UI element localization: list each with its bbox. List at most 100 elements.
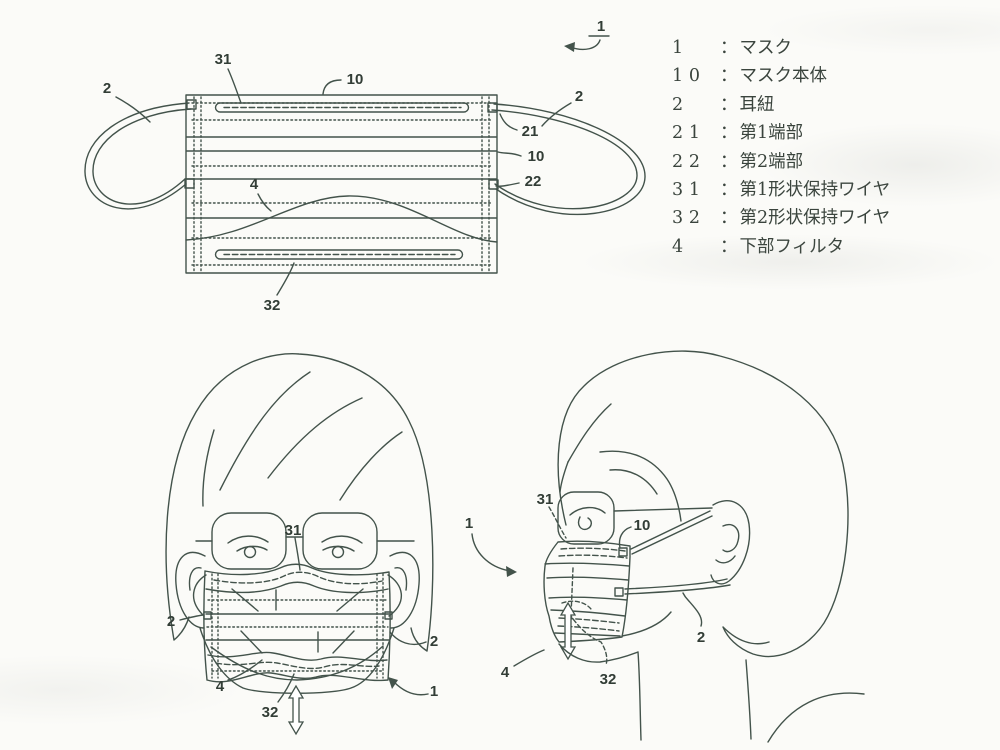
- ref-31-label: 31: [215, 51, 232, 68]
- strap-anchor: [184, 178, 195, 189]
- ref-2-label: 2: [697, 629, 705, 646]
- glasses-left-lens: [211, 512, 287, 570]
- ref-2-label: 2: [430, 633, 438, 650]
- mask-pointer-arrowhead: [388, 677, 398, 689]
- glasses-bridge-and-temples: [195, 536, 415, 542]
- legend-ref-number: 22: [672, 151, 706, 172]
- ref-32-label: 32: [600, 671, 617, 688]
- mask-front-pleats: [205, 613, 390, 641]
- legend-row: 31 ： 第1形状保持ワイヤ: [672, 176, 890, 204]
- legend-ref-number: 31: [672, 179, 706, 200]
- ears-and-jaw: [175, 551, 420, 694]
- legend-separator: ：: [720, 236, 738, 257]
- front-shape-wires: [213, 571, 383, 670]
- chin-neck-shoulder-lines: [558, 611, 865, 743]
- ref-1-label: 1: [465, 515, 473, 532]
- wire-pocket-slots: [214, 102, 470, 260]
- figure-number-arrowhead: [564, 42, 575, 52]
- lower-filter-curve: [185, 195, 498, 243]
- legend-ref-label: 第2端部: [739, 151, 804, 172]
- legend-row: 22 ： 第2端部: [672, 148, 890, 176]
- legend-separator: ：: [720, 94, 738, 115]
- mask-pointer-arrowhead: [506, 566, 517, 577]
- strap-anchor: [487, 102, 498, 113]
- strap-anchor: [186, 99, 197, 110]
- legend-ref-label: 第2形状保持ワイヤ: [739, 208, 891, 229]
- mask-body-outline: [185, 94, 498, 274]
- ref-31-label: 31: [537, 491, 554, 508]
- ear-outline: [710, 500, 751, 585]
- ref-1-label: 1: [430, 683, 438, 700]
- hair-bangs: [202, 371, 403, 507]
- vertical-stretch-arrow: [287, 684, 305, 736]
- legend-separator: ：: [720, 179, 738, 200]
- legend-row: 32 ： 第2形状保持ワイヤ: [672, 204, 890, 232]
- legend-row: 4 ： 下部フィルタ: [672, 233, 890, 261]
- ear-loops: [84, 102, 646, 216]
- legend-separator: ：: [720, 151, 738, 172]
- legend-row: 2 ： 耳紐: [672, 91, 890, 119]
- ref-fig-number: 1: [597, 18, 605, 35]
- legend-row: 10 ： マスク本体: [672, 62, 890, 90]
- ref-10-label: 10: [634, 517, 651, 534]
- ref-22-label: 22: [525, 173, 542, 190]
- left-pupil: [243, 545, 257, 559]
- strap-anchor: [614, 587, 624, 597]
- right-pupil: [331, 545, 345, 559]
- vertical-stretch-arrow: [559, 601, 577, 661]
- forehead-line: [559, 461, 569, 493]
- front-worn-figure: 31 2 2 4 32 1: [165, 353, 438, 736]
- legend-ref-label: 第1端部: [739, 123, 804, 144]
- glasses-temple-arm: [613, 507, 713, 512]
- legend-ref-label: 下部フィルタ: [739, 236, 845, 257]
- mask-front-stitching: [206, 573, 389, 679]
- mask-front-outline: [203, 563, 391, 683]
- reference-legend: 1 ： マスク 10 ： マスク本体 2 ： 耳紐 21 ： 第1端部 22 ：…: [672, 34, 890, 261]
- hair-outline: [557, 350, 849, 658]
- eye-side: [569, 506, 606, 531]
- strap-anchor: [488, 179, 499, 190]
- mask-band-lines: [205, 581, 389, 662]
- ref-4-label: 4: [250, 176, 259, 193]
- pleat-fold-ticks: [231, 588, 364, 654]
- label-leader-lines: [115, 35, 610, 296]
- stitch-dotted-lines: [191, 96, 492, 272]
- eyebrows-and-eyes: [227, 535, 363, 552]
- legend-ref-number: 4: [672, 236, 689, 257]
- side-ear-straps: [624, 510, 731, 595]
- legend-ref-number: 2: [672, 94, 689, 115]
- legend-ref-number: 10: [672, 66, 706, 87]
- strap-anchor: [203, 611, 212, 620]
- legend-row: 1 ： マスク: [672, 34, 890, 62]
- ref-4-label: 4: [216, 678, 225, 695]
- legend-separator: ：: [720, 38, 738, 58]
- ref-2-label: 2: [167, 613, 175, 630]
- glasses-lens-side: [557, 491, 615, 545]
- legend-ref-label: マスク: [739, 38, 793, 58]
- ref-2-label: 2: [575, 88, 583, 105]
- ref-10-label: 10: [528, 148, 545, 165]
- hidden-filter-lines: [548, 506, 608, 666]
- ref-32-label: 32: [262, 704, 279, 721]
- legend-separator: ：: [720, 66, 738, 87]
- ref-4-label: 4: [501, 664, 510, 681]
- shape-retaining-wires: [223, 106, 462, 256]
- legend-ref-label: マスク本体: [739, 66, 828, 87]
- side-worn-figure: 1 31 10 2 4 32: [465, 350, 865, 743]
- legend-separator: ：: [720, 123, 738, 144]
- lower-filter-edge: [210, 645, 384, 681]
- legend-ref-label: 耳紐: [739, 94, 775, 115]
- strap-anchor: [618, 547, 628, 557]
- legend-row: 21 ： 第1端部: [672, 119, 890, 147]
- mask-side-outline: [543, 540, 631, 643]
- glasses-right-lens: [302, 512, 378, 570]
- ref-32-label: 32: [264, 297, 281, 314]
- legend-ref-number: 21: [672, 123, 706, 144]
- legend-ref-number: 32: [672, 208, 706, 229]
- mask-side-pleats: [544, 562, 630, 637]
- ref-10-label: 10: [347, 71, 364, 88]
- flat-mask-figure: 1 31 10 2 2 21 10 22 4 32: [84, 18, 646, 314]
- label-leader-lines: [179, 537, 429, 703]
